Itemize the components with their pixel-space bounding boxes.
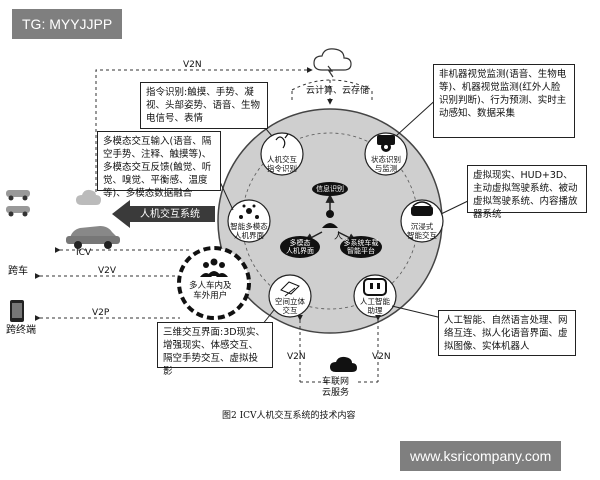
car-icon bbox=[66, 226, 120, 249]
cloud-computing-icon bbox=[313, 48, 352, 78]
node-state-label: 状态识别 与监测 bbox=[371, 155, 401, 173]
edge-label-v2v: V2V bbox=[98, 266, 117, 276]
cloud-small-icon bbox=[76, 189, 101, 205]
node-spatial-label: 空间立体 交互 bbox=[275, 297, 305, 315]
node-spatial-circle bbox=[268, 274, 312, 318]
users-label: 多人车内及 车外用户 bbox=[189, 281, 232, 301]
center-person-label: 人 bbox=[334, 232, 344, 242]
user-group-ring bbox=[177, 246, 251, 320]
box-multimodal-io: 多模态交互输入(语音、隔空手势、注释、触摸等)、多模态交互反馈(触觉、听觉、嗅觉… bbox=[97, 131, 221, 199]
center-info-recognition: 信息识别 bbox=[312, 182, 348, 196]
icv-label: ICV bbox=[76, 248, 92, 258]
hmi-arrow bbox=[112, 200, 215, 228]
cloud-top-label: 云计算、云存储 bbox=[306, 86, 370, 96]
person-icon bbox=[322, 210, 338, 228]
edge-label-v2n-right: V2N bbox=[372, 352, 391, 362]
figure-caption: 图2 ICV人机交互系统的技术内容 bbox=[222, 411, 356, 421]
hologram-icon bbox=[280, 281, 300, 297]
small-car-icon-1 bbox=[6, 190, 30, 201]
box-ai: 人工智能、自然语言处理、网络互连、拟人化语音界面、虚拟图像、实体机器人 bbox=[438, 310, 576, 356]
cloud-bottom-label: 车联网 云服务 bbox=[322, 377, 350, 398]
edge-label-v2p: V2P bbox=[92, 308, 110, 318]
hmi-arrow-label: 人机交互系统 bbox=[140, 209, 200, 220]
robot-face-icon bbox=[363, 278, 387, 296]
edge-label-v2n-left: V2N bbox=[287, 352, 306, 362]
node-state-circle bbox=[364, 132, 408, 176]
node-assistant-label: 人工智能 助理 bbox=[360, 297, 390, 315]
camera-eye-icon bbox=[377, 135, 395, 152]
node-gesture-label: 人机交互 指令识别 bbox=[267, 155, 297, 173]
edge-label-v2n-top: V2N bbox=[183, 60, 202, 70]
center-multi-system: 多系统车载 智能平台 bbox=[340, 236, 382, 258]
phone-icon bbox=[10, 300, 24, 322]
node-multimodal-label: 智能多模态 人机界面 bbox=[230, 222, 268, 240]
watermark-top: TG: MYYJJPP bbox=[12, 9, 123, 39]
node-immersive-label: 沉浸式 智能交互 bbox=[407, 222, 437, 240]
box-command-recognition: 指令识别:触摸、手势、凝视、头部姿势、语音、生物电信号、表情 bbox=[140, 82, 268, 129]
cross-vehicle-label: 跨车 bbox=[8, 266, 28, 277]
center-multimodal-interface: 多模态 人机界面 bbox=[280, 236, 320, 258]
box-non-visual-monitoring: 非机器视觉监测(语音、生物电等)、机器视觉监测(红外人脸识别判断)、行为预测、实… bbox=[433, 64, 575, 138]
v2n-cloud-service-icon bbox=[330, 356, 357, 372]
small-car-icon-2 bbox=[6, 206, 30, 217]
box-vr: 虚拟现实、HUD+3D、主动虚拟驾驶系统、被动虚拟驾驶系统、内容播放器系统 bbox=[467, 165, 587, 220]
box-spatial-3d: 三维交互界面:3D现实、增强现实、体感交互、隔空手势交互、虚拟投影 bbox=[157, 322, 273, 377]
user-group-icon bbox=[200, 258, 228, 277]
watermark-bottom: www.ksricompany.com bbox=[400, 441, 562, 471]
cross-terminal-label: 跨终端 bbox=[6, 325, 36, 336]
network-nodes-icon bbox=[239, 204, 259, 219]
vr-headset-icon bbox=[411, 201, 433, 216]
